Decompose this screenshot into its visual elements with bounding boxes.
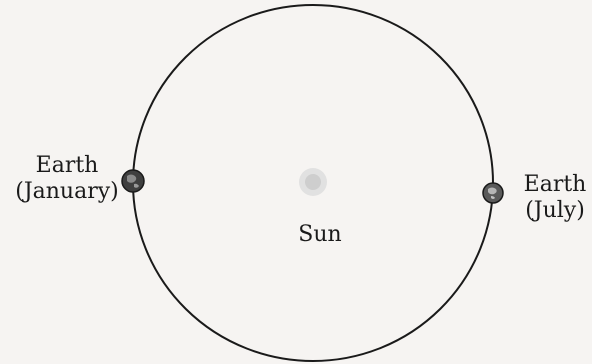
sun-label: Sun — [290, 222, 350, 248]
earth-july-icon — [483, 183, 503, 203]
earth-july-label-line1: Earth — [522, 172, 588, 198]
earth-july-label-line2: (July) — [522, 198, 588, 224]
sun-icon — [299, 168, 327, 196]
earth-january-label-line2: (January) — [8, 179, 126, 205]
earth-january-label-line1: Earth — [8, 153, 126, 179]
earth-july-label: Earth (July) — [522, 172, 588, 224]
earth-january-label: Earth (January) — [8, 153, 126, 205]
